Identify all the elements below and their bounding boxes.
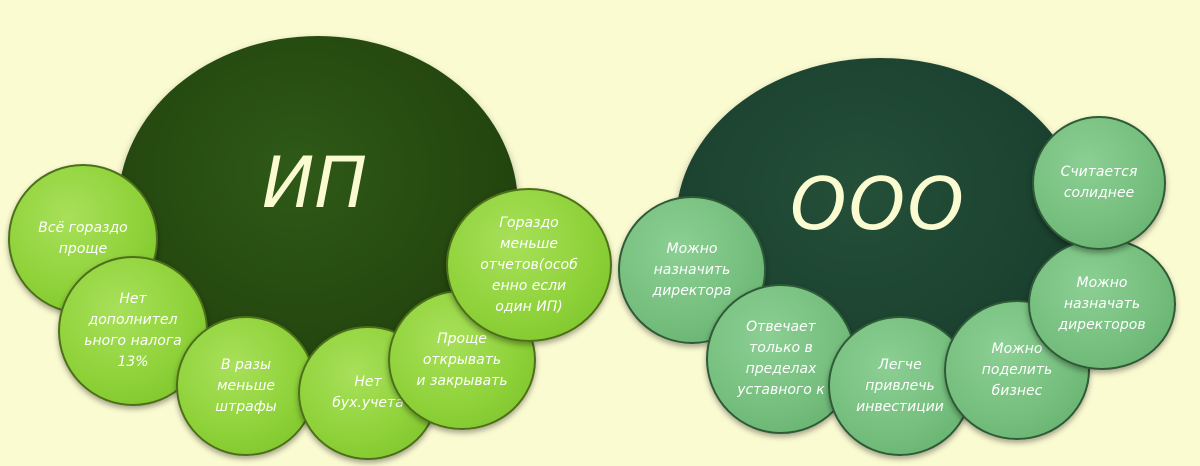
ooo-bubble-more-solid: Считается солиднее: [1032, 116, 1166, 250]
ooo-title: ООО: [790, 162, 967, 246]
ip-title: ИП: [262, 142, 367, 224]
ip-bubble-lower-fines: В разы меньше штрафы: [176, 316, 316, 456]
ip-bubble-no-extra-tax: Нет дополнител ьного налога 13%: [58, 256, 208, 406]
ip-bubble-fewer-reports: Гораздо меньше отчетов(особ енно если од…: [446, 188, 612, 342]
ooo-bubble-appoint-directors: Можно назначать директоров: [1028, 238, 1176, 370]
